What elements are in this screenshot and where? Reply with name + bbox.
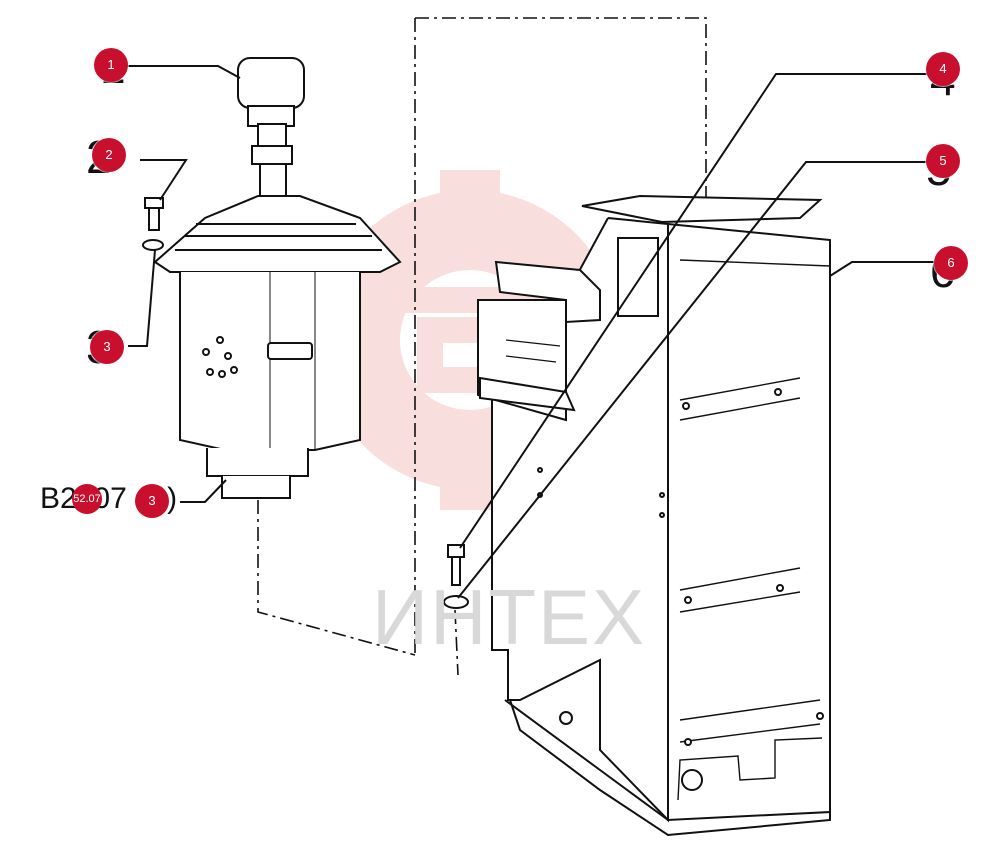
reference-badge[interactable]: 52.07 [72,484,102,514]
callout-6[interactable]: 6 [934,246,968,280]
joystick-assembly [142,57,402,499]
housing-frame [443,194,831,837]
callout-1[interactable]: 1 [94,48,128,82]
callout-3-top[interactable]: 3 [90,330,124,364]
callout-3-bottom[interactable]: 3 [135,484,169,518]
callout-4[interactable]: 4 [926,52,960,86]
reference-label-tail: ) [167,482,178,515]
leader-lines-right [457,73,940,599]
callout-2[interactable]: 2 [92,138,126,172]
watermark-text: ИНТЕХ [372,573,647,661]
leader-lines-left [128,65,241,503]
assembly-lines [257,17,707,676]
callout-5[interactable]: 5 [926,144,960,178]
